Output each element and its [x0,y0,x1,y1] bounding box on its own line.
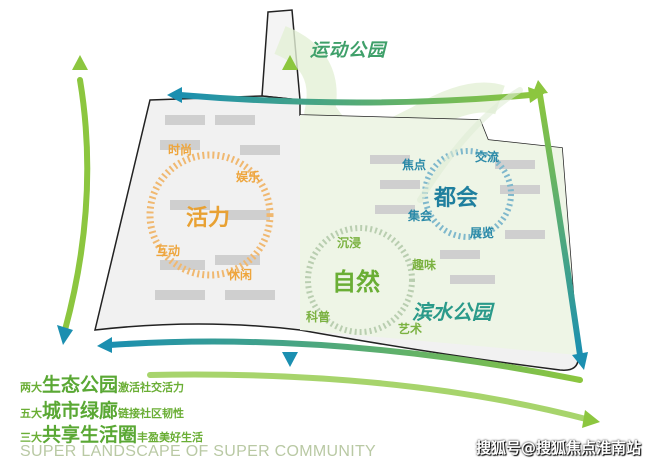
metropolis-zone-title: 都会 [434,186,479,211]
nature-zone-title: 自然 [332,268,380,296]
zone-tag: 休闲 [228,268,253,282]
nature-circle [305,225,415,335]
waterfront-park-label: 滨水公园 [412,300,492,324]
buildings [155,115,545,300]
corridor-arrows [62,67,593,423]
zone-tag: 焦点 [402,158,427,172]
zone-tag: 展览 [470,226,495,240]
zone-tag: 时尚 [168,143,193,157]
english-title: SUPER LANDSCAPE OF SUPER COMMUNITY [20,443,377,460]
watermark: 搜狐号@搜狐焦点淮南站 [476,439,642,457]
zone-tag: 趣味 [412,258,437,272]
zone-tag: 集会 [408,209,433,223]
zone-tag: 交流 [475,150,500,164]
slogan-1: 两大生态公园激活社交活力 [20,374,185,396]
zone-tag: 艺术 [398,322,423,336]
metropolis-circle [422,148,514,240]
zone-tag: 沉浸 [337,236,362,250]
vitality-zone-title: 活力 [186,206,231,231]
slogan-3: 三大共享生活圈丰盈美好生活 [20,424,204,446]
zone-tag: 科普 [306,310,331,324]
sports-park-label: 运动公园 [310,40,386,61]
zone-tag: 娱乐 [236,170,261,184]
slogan-2: 五大城市绿廊链接社区韧性 [20,400,185,422]
zone-tag: 互动 [156,244,181,258]
vitality-circle [146,151,274,279]
arrow-heads [57,55,600,428]
